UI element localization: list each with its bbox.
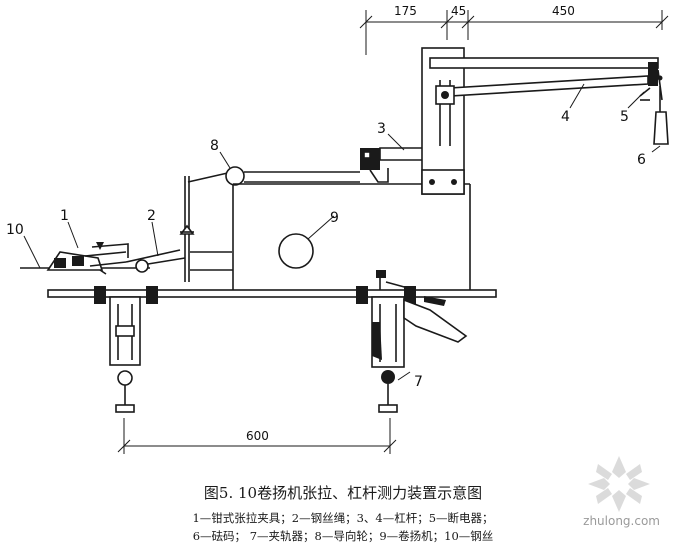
- watermark-text: zhulong.com: [583, 514, 660, 528]
- callout-5: 5: [620, 109, 629, 125]
- watermark-logo-icon: [588, 456, 650, 512]
- wire-rope: [125, 171, 233, 282]
- dimension-175: 175: [394, 4, 417, 18]
- rail-clamp: [356, 270, 468, 413]
- clamp-fixture: [46, 242, 129, 275]
- dimension-450: 450: [552, 4, 575, 18]
- guide-pulley: [225, 166, 360, 186]
- frame: [190, 183, 471, 292]
- callout-leaders: [23, 83, 661, 381]
- callout-3: 3: [377, 121, 386, 137]
- legend-line-2: 6—砝码； 7—夹轨器；8—导向轮；9—卷扬机；10—钢丝: [192, 529, 494, 543]
- callout-2: 2: [147, 208, 156, 224]
- callout-9: 9: [330, 210, 339, 226]
- callouts: 1 2 3 4 5 6 7 8 9 10: [6, 109, 646, 390]
- left-support: [94, 286, 158, 413]
- bottom-dimension: 600: [117, 418, 397, 454]
- callout-10: 10: [6, 222, 24, 238]
- breaker-and-weight: [639, 62, 669, 145]
- callout-6: 6: [637, 152, 646, 168]
- callout-8: 8: [210, 138, 219, 154]
- legend-line-1: 1—钳式张拉夹具；2—钢丝绳；3、4—杠杆；5—断电器；: [192, 511, 494, 525]
- base-rail: [47, 289, 497, 298]
- callout-4: 4: [561, 109, 570, 125]
- lever-post: [421, 47, 465, 195]
- winch-drum: [278, 215, 335, 269]
- top-dimension: 175 45 450: [359, 4, 669, 55]
- dimension-45: 45: [451, 4, 466, 18]
- callout-1: 1: [60, 208, 69, 224]
- callout-7: 7: [414, 374, 423, 390]
- figure-caption: 图5. 10卷扬机张拉、杠杆测力装置示意图: [203, 484, 483, 502]
- dimension-600: 600: [246, 429, 269, 443]
